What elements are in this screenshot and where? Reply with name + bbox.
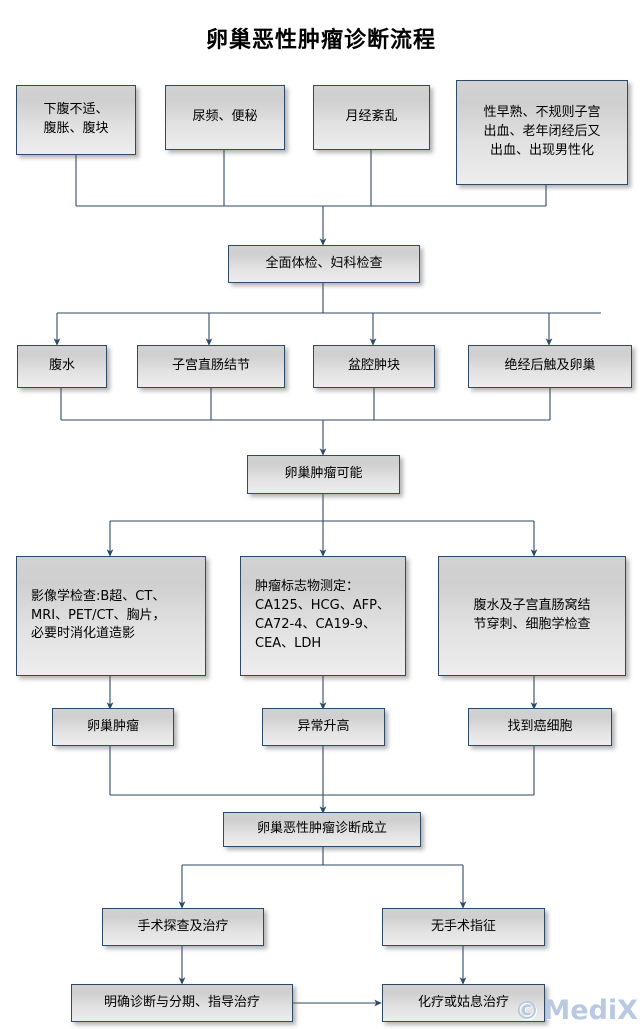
- node-symptom-3[interactable]: 月经紊乱: [313, 85, 430, 150]
- node-label: 子宫直肠结节: [171, 358, 250, 374]
- node-symptom-4[interactable]: 性早熟、不规则子宫 出血、老年闭经后又 出血、出现男性化: [456, 80, 628, 185]
- node-result-3[interactable]: 找到癌细胞: [468, 708, 612, 746]
- node-label: 尿频、便秘: [192, 109, 258, 125]
- node-result-2[interactable]: 异常升高: [262, 708, 385, 746]
- node-label: 无手术指征: [430, 918, 496, 934]
- node-label: 绝经后触及卵巢: [504, 358, 596, 374]
- node-exam[interactable]: 全面体检、妇科检查: [228, 245, 420, 283]
- node-test-3[interactable]: 腹水及子宫直肠窝结 节穿刺、细胞学检查: [438, 556, 626, 676]
- node-management-2[interactable]: 无手术指征: [382, 908, 545, 946]
- node-label: 卵巢肿瘤: [86, 718, 139, 734]
- node-finding-3[interactable]: 盆腔肿块: [313, 345, 435, 388]
- node-label: 卵巢肿瘤可能: [284, 466, 363, 482]
- page-title: 卵巢恶性肿瘤诊断流程: [205, 28, 436, 53]
- node-label: 化疗或姑息治疗: [417, 994, 509, 1010]
- node-label: 明确诊断与分期、指导治疗: [103, 994, 260, 1010]
- node-test-1[interactable]: 影像学检查:B超、CT、 MRI、PET/CT、胸片， 必要时消化道造影: [16, 556, 206, 676]
- watermark-text: MediX: [543, 995, 638, 1026]
- node-treatment-1[interactable]: 明确诊断与分期、指导治疗: [71, 984, 293, 1022]
- copyright-icon: ©: [514, 996, 540, 1025]
- node-label: 异常升高: [297, 718, 350, 734]
- node-label: 手术探查及治疗: [137, 918, 229, 934]
- node-test-2[interactable]: 肿瘤标志物测定： CA125、HCG、AFP、 CA72-4、CA19-9、 C…: [240, 556, 406, 676]
- node-finding-4[interactable]: 绝经后触及卵巢: [468, 345, 632, 388]
- node-label: 找到癌细胞: [507, 718, 573, 734]
- node-label: 盆腔肿块: [347, 358, 400, 374]
- node-label: 月经紊乱: [345, 109, 398, 125]
- node-finding-1[interactable]: 腹水: [17, 345, 107, 388]
- node-label: 影像学检查:B超、CT、 MRI、PET/CT、胸片， 必要时消化道造影: [31, 588, 166, 642]
- node-symptom-2[interactable]: 尿频、便秘: [165, 85, 285, 150]
- node-label: 卵巢恶性肿瘤诊断成立: [256, 821, 387, 837]
- watermark: © MediX: [514, 995, 638, 1026]
- node-label: 腹水: [48, 358, 75, 374]
- node-label: 肿瘤标志物测定： CA125、HCG、AFP、 CA72-4、CA19-9、 C…: [255, 579, 390, 651]
- node-result-1[interactable]: 卵巢肿瘤: [52, 708, 174, 746]
- node-symptom-1[interactable]: 下腹不适、 腹胀、腹块: [16, 85, 136, 155]
- node-diagnosis[interactable]: 卵巢恶性肿瘤诊断成立: [223, 812, 421, 847]
- node-suspicion[interactable]: 卵巢肿瘤可能: [247, 455, 400, 494]
- node-label: 腹水及子宫直肠窝结 节穿刺、细胞学检查: [473, 598, 591, 632]
- node-finding-2[interactable]: 子宫直肠结节: [137, 345, 285, 388]
- node-management-1[interactable]: 手术探查及治疗: [102, 908, 264, 946]
- node-label: 下腹不适、 腹胀、腹块: [43, 102, 109, 136]
- node-label: 性早熟、不规则子宫 出血、老年闭经后又 出血、出现男性化: [483, 105, 601, 158]
- node-label: 全面体检、妇科检查: [265, 255, 383, 271]
